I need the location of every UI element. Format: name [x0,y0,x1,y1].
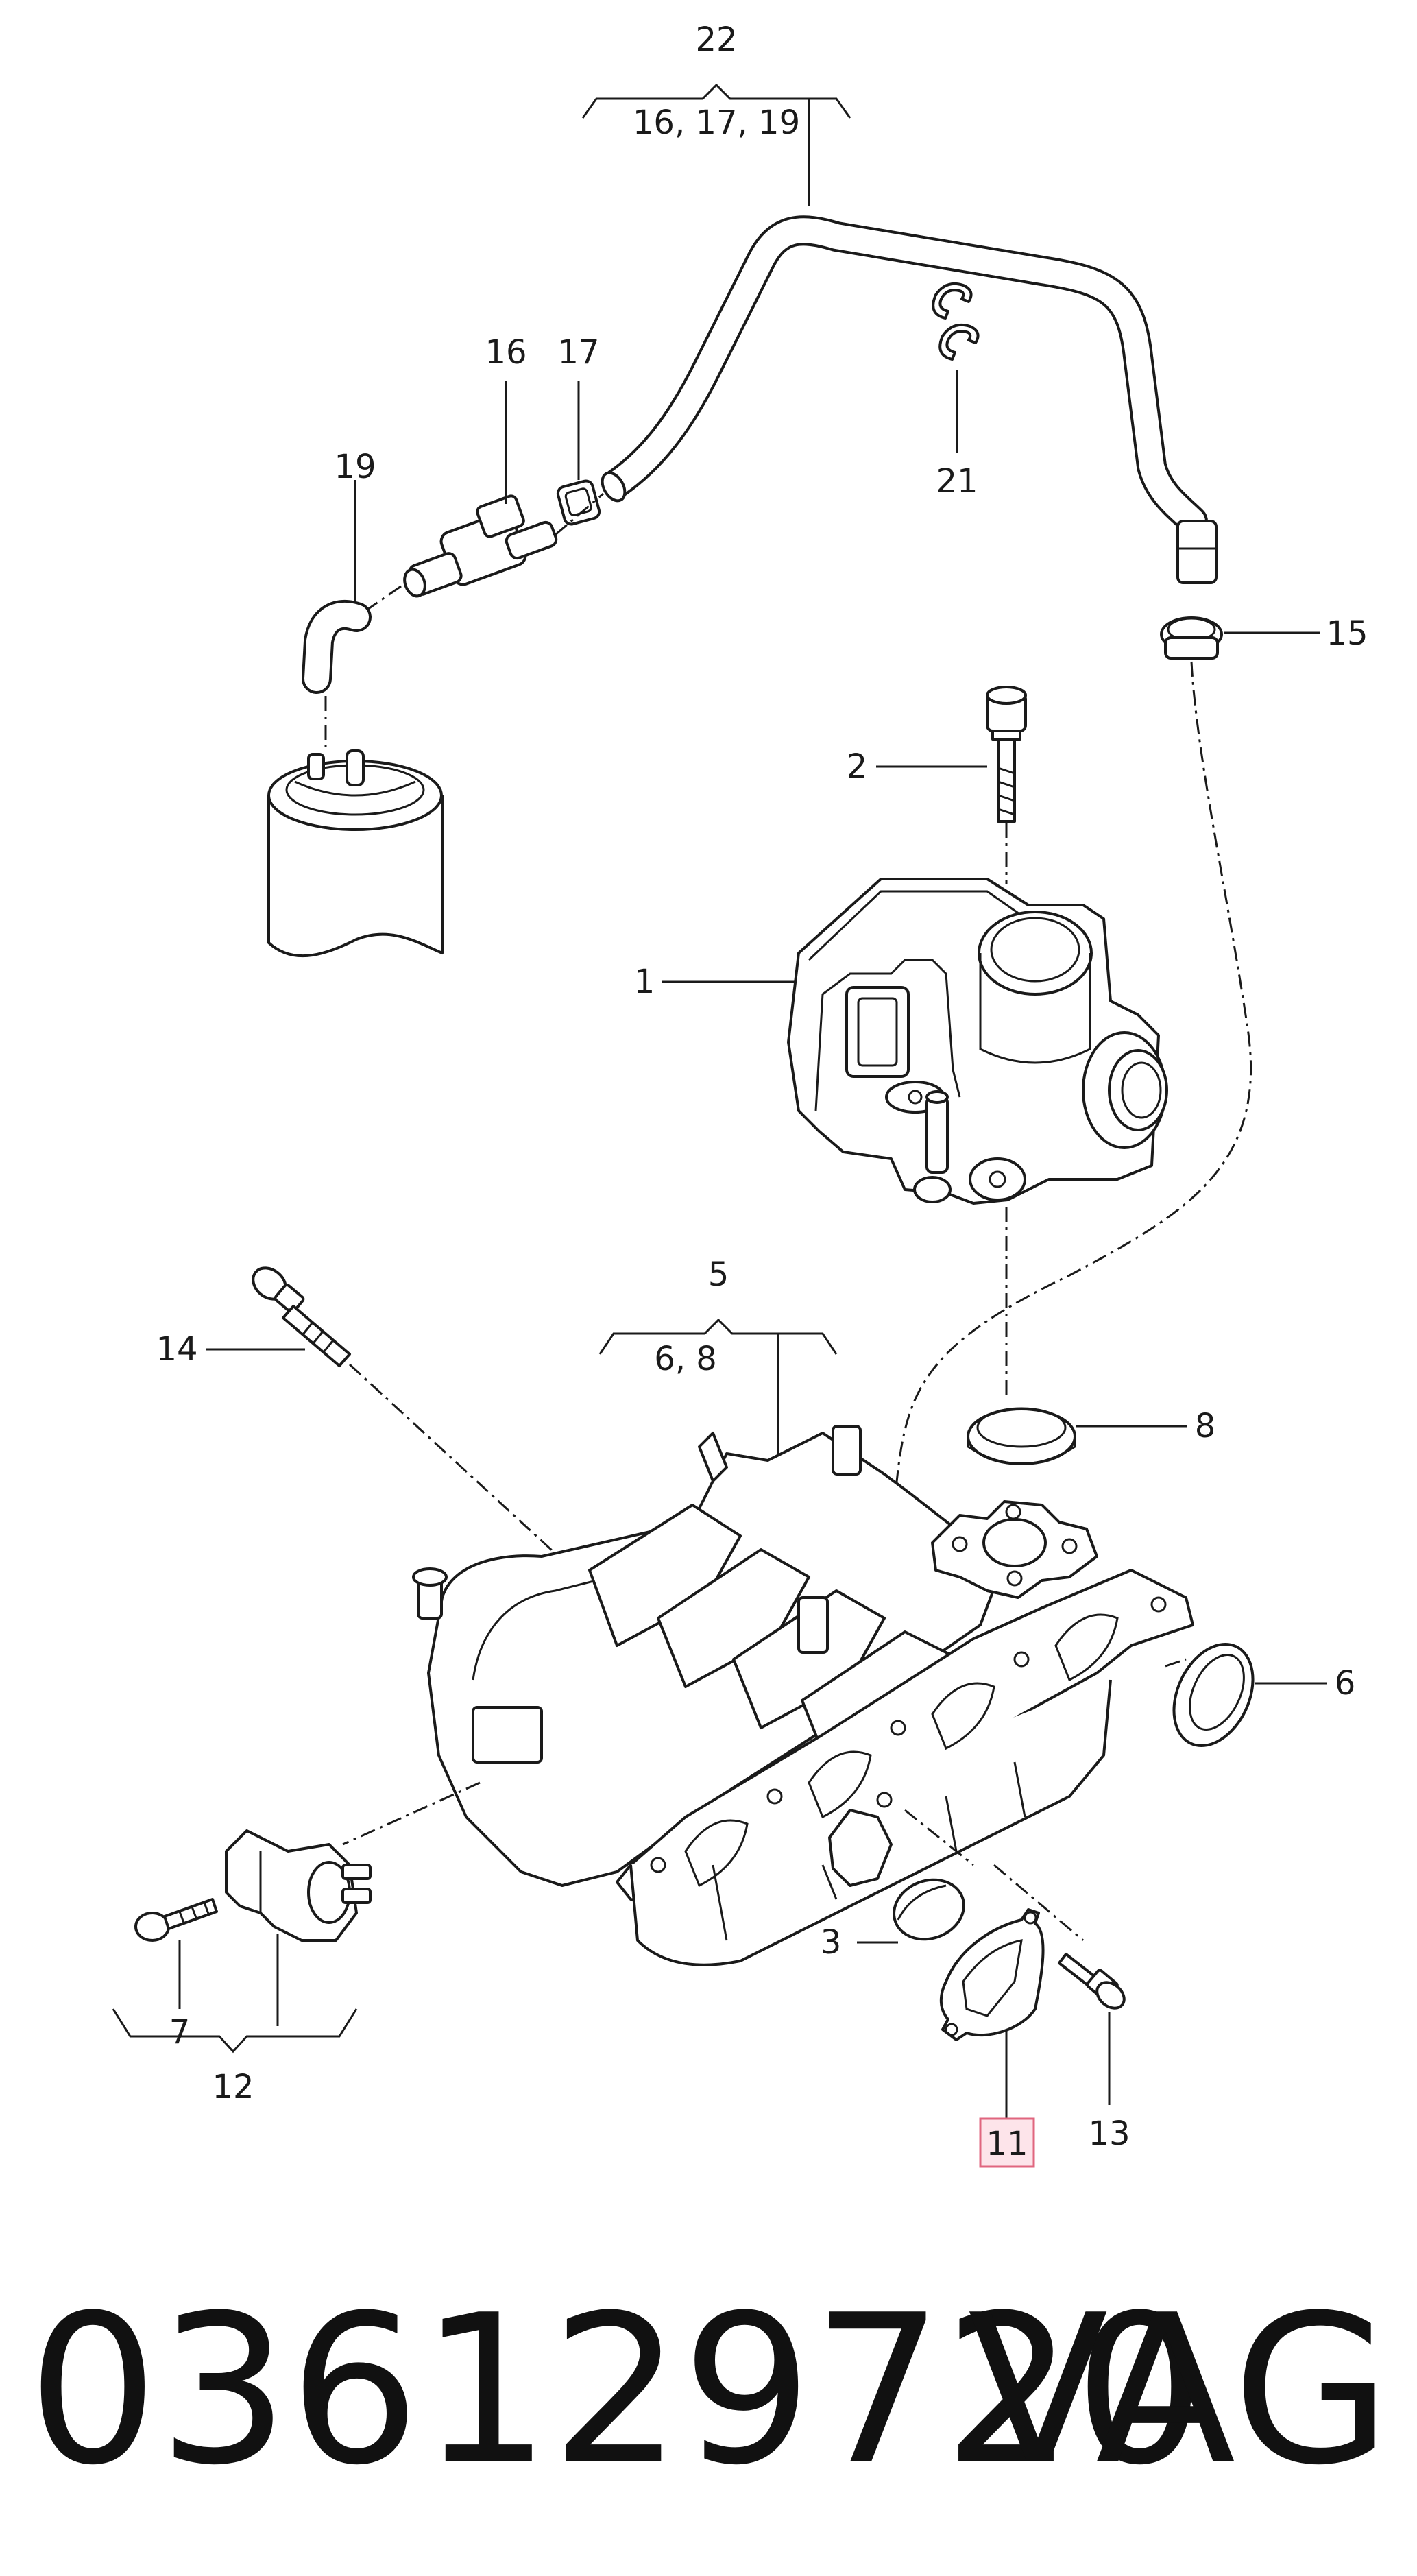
label-17: 17 [557,333,599,372]
carbon-canister [267,749,444,958]
label-7: 7 [169,2013,191,2051]
flange-plate-11: 11 [939,1908,1045,2168]
label-16: 16 [485,333,526,372]
label-2: 2 [847,747,868,786]
group-22-bracket: 22 16, 17, 19 [581,21,851,206]
hose-clips: 21 [932,282,980,501]
label-15: 15 [1326,614,1368,653]
seal-8: 8 [967,1407,1216,1465]
label-5-sub: 6, 8 [654,1340,717,1378]
group-5-bracket: 5 6, 8 [598,1255,838,1464]
plug-3: 3 [821,1878,965,1962]
label-22-sub: 16, 17, 19 [633,104,800,142]
group-12-bracket: 12 [112,2008,358,2106]
label-14: 14 [156,1330,197,1369]
label-13: 13 [1088,2115,1130,2153]
brand-name: VAG [968,2271,1392,2510]
clamp-17: 17 [556,333,601,526]
label-12: 12 [212,2068,254,2106]
bolt-2: 2 [847,686,1027,884]
label-5: 5 [708,1255,729,1294]
label-21: 21 [936,462,978,501]
part-number: 036129720 [27,2271,1205,2510]
seal-6: 6 [1172,1642,1356,1748]
valve-16: 16 [356,333,604,618]
label-11: 11 [986,2125,1028,2163]
label-8: 8 [1195,1407,1216,1445]
label-19: 19 [334,448,376,486]
label-22: 22 [695,21,737,59]
throttle-body-1: 1 [634,878,1168,1399]
label-1: 1 [634,963,655,1001]
label-3: 3 [821,1923,842,1962]
sensor-12 [225,1829,372,2026]
breather-hose [601,215,1218,584]
screw-7: 7 [134,1898,218,2051]
intake-manifold-5 [342,1425,1194,1966]
hose-19: 19 [302,448,376,747]
bolt-13: 13 [1058,1953,1130,2153]
label-6: 6 [1335,1664,1356,1702]
highlight-11 [979,2117,1035,2168]
clamp-15: 15 [893,614,1368,1502]
